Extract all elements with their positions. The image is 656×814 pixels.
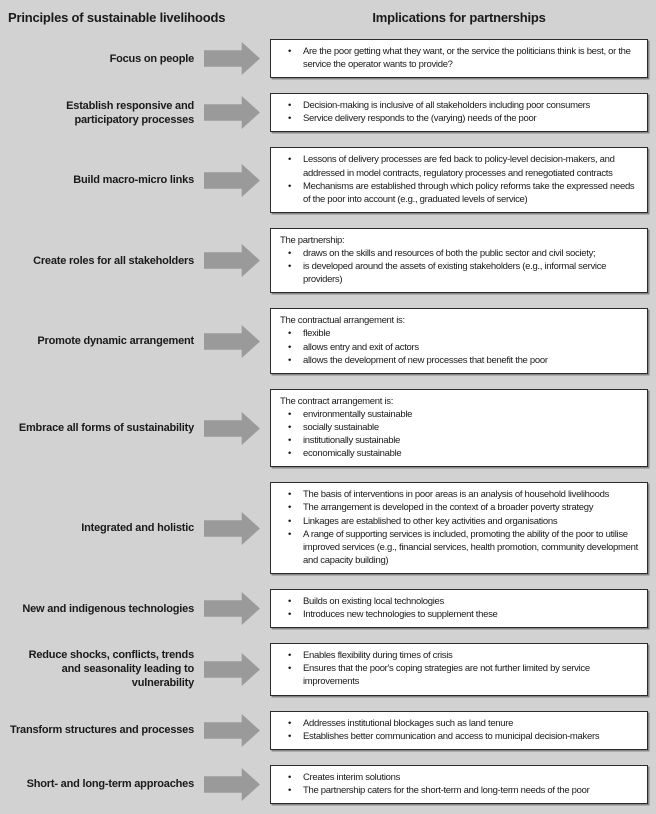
block-arrow-right-icon [204,163,260,197]
implications-box: Builds on existing local technologiesInt… [270,588,648,629]
bullet-item: The partnership caters for the short-ter… [280,784,638,797]
left-column-heading: Principles of sustainable livelihoods [8,10,226,25]
bullet-list: Creates interim solutionsThe partnership… [280,771,638,797]
principle-row: Transform structures and processes Addre… [8,710,648,750]
bullet-item: Are the poor getting what they want, or … [280,45,638,71]
bullet-item: environmentally sustainable [280,408,638,421]
principle-row: New and indigenous technologies Builds o… [8,588,648,629]
bullet-list: Lessons of delivery processes are fed ba… [280,153,638,205]
bullet-item: Mechanisms are established through which… [280,180,638,206]
block-arrow-right-icon [204,767,260,801]
implications-box: Are the poor getting what they want, or … [270,39,648,79]
bullet-item: socially sustainable [280,421,638,434]
principle-row: Short- and long-term approaches Creates … [8,764,648,804]
bullet-item: A range of supporting services is includ… [280,528,638,567]
bullet-list: Decision-making is inclusive of all stak… [280,99,638,125]
bullet-list: draws on the skills and resources of bot… [280,247,638,286]
bullet-item: Ensures that the poor's coping strategie… [280,662,638,688]
implications-box: The partnership: draws on the skills and… [270,227,648,294]
box-lead-text: The contract arrangement is: [280,395,394,407]
bullet-item: Introduces new technologies to supplemen… [280,608,638,621]
box-lead-text: The contractual arrangement is: [280,315,405,327]
principle-row: Integrated and holistic The basis of int… [8,482,648,574]
bullet-item: The arrangement is developed in the cont… [280,501,638,514]
bullet-list: Are the poor getting what they want, or … [280,45,638,71]
principle-label: Promote dynamic arrangement [37,334,194,347]
implications-box: The contractual arrangement is: flexible… [270,308,648,374]
implications-box: Lessons of delivery processes are fed ba… [270,147,648,213]
box-lead-text: The partnership: [280,234,345,246]
block-arrow-right-icon [204,324,260,358]
bullet-item: Creates interim solutions [280,771,638,784]
principle-label: Reduce shocks, conflicts, trends and sea… [28,649,195,690]
principle-label: Create roles for all stakeholders [33,254,194,267]
principle-label: Build macro-micro links [73,174,194,187]
bullet-item: is developed around the assets of existi… [280,260,638,286]
principle-label: Short- and long-term approaches [26,778,195,791]
header: Principles of sustainable livelihoods Im… [8,10,648,25]
bullet-item: Decision-making is inclusive of all stak… [280,99,638,112]
principle-label: Establish responsive and participatory p… [66,99,194,126]
rows-container: Focus on people Are the poor getting wha… [8,39,648,804]
bullet-item: institutionally sustainable [280,434,638,447]
principle-row: Focus on people Are the poor getting wha… [8,39,648,79]
block-arrow-right-icon [204,42,260,76]
bullet-list: The basis of interventions in poor areas… [280,488,638,567]
implications-box: The basis of interventions in poor areas… [270,482,648,574]
block-arrow-right-icon [204,511,260,545]
bullet-list: Builds on existing local technologiesInt… [280,595,638,621]
bullet-item: allows the development of new processes … [280,354,638,367]
implications-box: Decision-making is inclusive of all stak… [270,93,648,133]
principle-row: Build macro-micro links Lessons of deliv… [8,147,648,213]
bullet-item: Service delivery responds to the (varyin… [280,112,638,125]
bullet-item: Builds on existing local technologies [280,595,638,608]
bullet-item: Lessons of delivery processes are fed ba… [280,153,638,179]
principle-label: Embrace all forms of sustainability [18,421,194,434]
bullet-list: environmentally sustainablesocially sust… [280,408,638,461]
block-arrow-right-icon [204,652,260,686]
block-arrow-right-icon [204,411,260,445]
bullet-item: economically sustainable [280,447,638,460]
bullet-list: Addresses institutional blockages such a… [280,717,638,743]
principle-row: Reduce shocks, conflicts, trends and sea… [8,643,648,696]
principle-row: Create roles for all stakeholders The pa… [8,227,648,294]
principle-row: Establish responsive and participatory p… [8,93,648,133]
bullet-item: allows entry and exit of actors [280,341,638,354]
block-arrow-right-icon [204,244,260,278]
block-arrow-right-icon [204,592,260,626]
principle-label: Focus on people [109,52,195,65]
bullet-item: Addresses institutional blockages such a… [280,717,638,730]
implications-box: The contract arrangement is: environment… [270,388,648,468]
implications-box: Creates interim solutionsThe partnership… [270,764,648,804]
right-column-heading: Implications for partnerships [372,10,546,25]
bullet-list: flexibleallows entry and exit of actorsa… [280,327,638,366]
bullet-item: The basis of interventions in poor areas… [280,488,638,501]
bullet-list: Enables flexibility during times of cris… [280,649,638,688]
bullet-item: Enables flexibility during times of cris… [280,649,638,662]
implications-box: Addresses institutional blockages such a… [270,710,648,750]
block-arrow-right-icon [204,713,260,747]
principle-label: New and indigenous technologies [22,602,194,615]
bullet-item: flexible [280,327,638,340]
implications-box: Enables flexibility during times of cris… [270,643,648,696]
bullet-item: Establishes better communication and acc… [280,730,638,743]
block-arrow-right-icon [204,96,260,130]
principle-row: Promote dynamic arrangement The contract… [8,308,648,374]
principle-label: Integrated and holistic [81,522,194,535]
bullet-item: Linkages are established to other key ac… [280,515,638,528]
principle-label: Transform structures and processes [10,724,194,737]
principle-row: Embrace all forms of sustainability The … [8,388,648,468]
bullet-item: draws on the skills and resources of bot… [280,247,638,260]
